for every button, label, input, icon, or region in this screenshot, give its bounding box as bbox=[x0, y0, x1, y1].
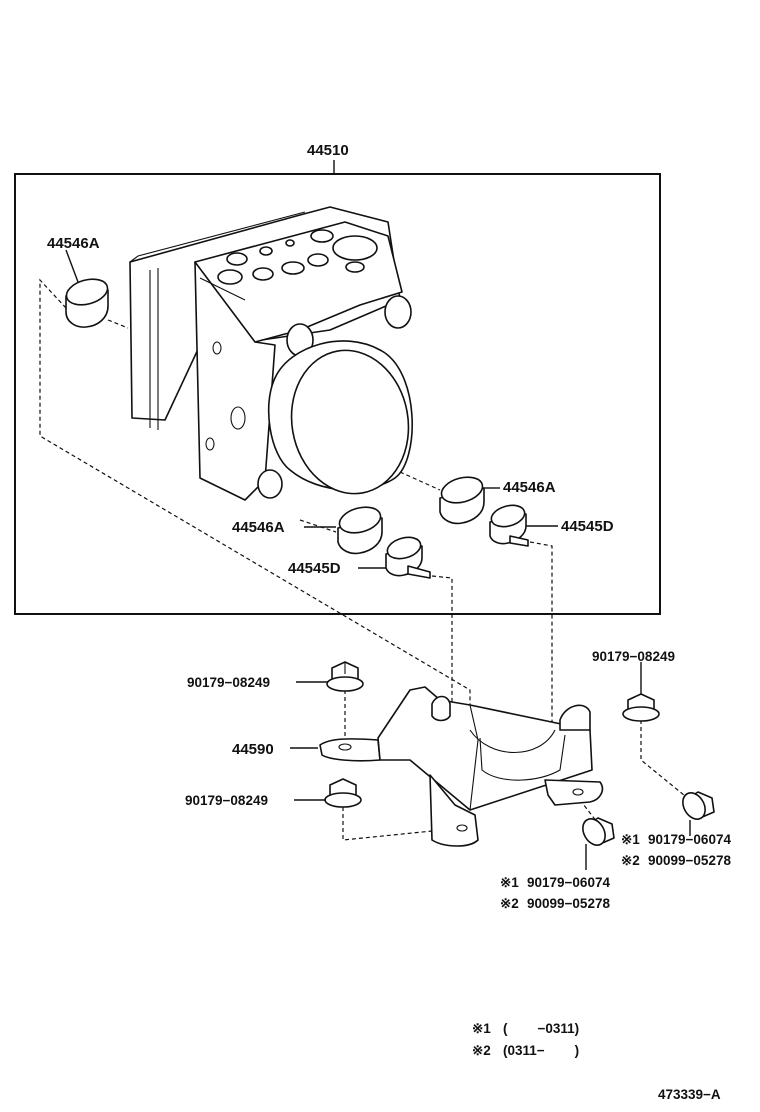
legend-range: (0311− ) bbox=[503, 1043, 579, 1058]
variant-part-number[interactable]: 90099−05278 bbox=[527, 896, 610, 911]
label-44545d-right[interactable]: 44545D bbox=[561, 518, 614, 535]
label-90179-08249-top-left[interactable]: 90179−08249 bbox=[187, 675, 270, 690]
assembly-frame bbox=[14, 173, 661, 615]
label-90179-08249-top-right[interactable]: 90179−08249 bbox=[592, 649, 675, 664]
legend-mark: ※2 bbox=[472, 1043, 491, 1058]
bolt-bottom-left bbox=[324, 778, 362, 808]
variant-callout-center: ※1 90179−06074 ※2 90099−05278 bbox=[500, 875, 610, 911]
label-44545d-left[interactable]: 44545D bbox=[288, 560, 341, 577]
legend: ※1 ( −0311) ※2 (0311− ) bbox=[472, 1021, 579, 1058]
label-44546a-right[interactable]: 44546A bbox=[503, 479, 556, 496]
bolt-top-right bbox=[622, 693, 660, 722]
legend-range: ( −0311) bbox=[503, 1021, 579, 1036]
variant-mark: ※1 bbox=[621, 832, 640, 847]
abs-actuator bbox=[129, 206, 413, 501]
bracket-44590 bbox=[319, 686, 604, 847]
variant-mark: ※1 bbox=[500, 875, 519, 890]
label-44546a-bottom-left[interactable]: 44546A bbox=[232, 519, 285, 536]
variant-part-number[interactable]: 90179−06074 bbox=[527, 875, 610, 890]
cushion-top-left bbox=[65, 278, 109, 328]
variant-mark: ※2 bbox=[621, 853, 640, 868]
cushion-bottom-left bbox=[337, 506, 383, 555]
legend-mark: ※1 bbox=[472, 1021, 491, 1036]
label-44590[interactable]: 44590 bbox=[232, 741, 274, 758]
grommet-left bbox=[385, 536, 431, 579]
bolt-top-left bbox=[326, 661, 364, 692]
grommet-right bbox=[489, 504, 529, 547]
variant-part-number[interactable]: 90099−05278 bbox=[648, 853, 731, 868]
label-44546a-top-left[interactable]: 44546A bbox=[47, 235, 100, 252]
variant-callout-right: ※1 90179−06074 ※2 90099−05278 bbox=[621, 832, 731, 868]
cushion-right bbox=[439, 476, 485, 525]
bolt-right-lower bbox=[682, 791, 715, 820]
figure-code: 473339−A bbox=[658, 1087, 721, 1102]
variant-mark: ※2 bbox=[500, 896, 519, 911]
label-44510[interactable]: 44510 bbox=[307, 142, 349, 159]
variant-part-number[interactable]: 90179−06074 bbox=[648, 832, 731, 847]
label-90179-08249-bottom-left[interactable]: 90179−08249 bbox=[185, 793, 268, 808]
bolt-center-lower bbox=[582, 817, 615, 846]
